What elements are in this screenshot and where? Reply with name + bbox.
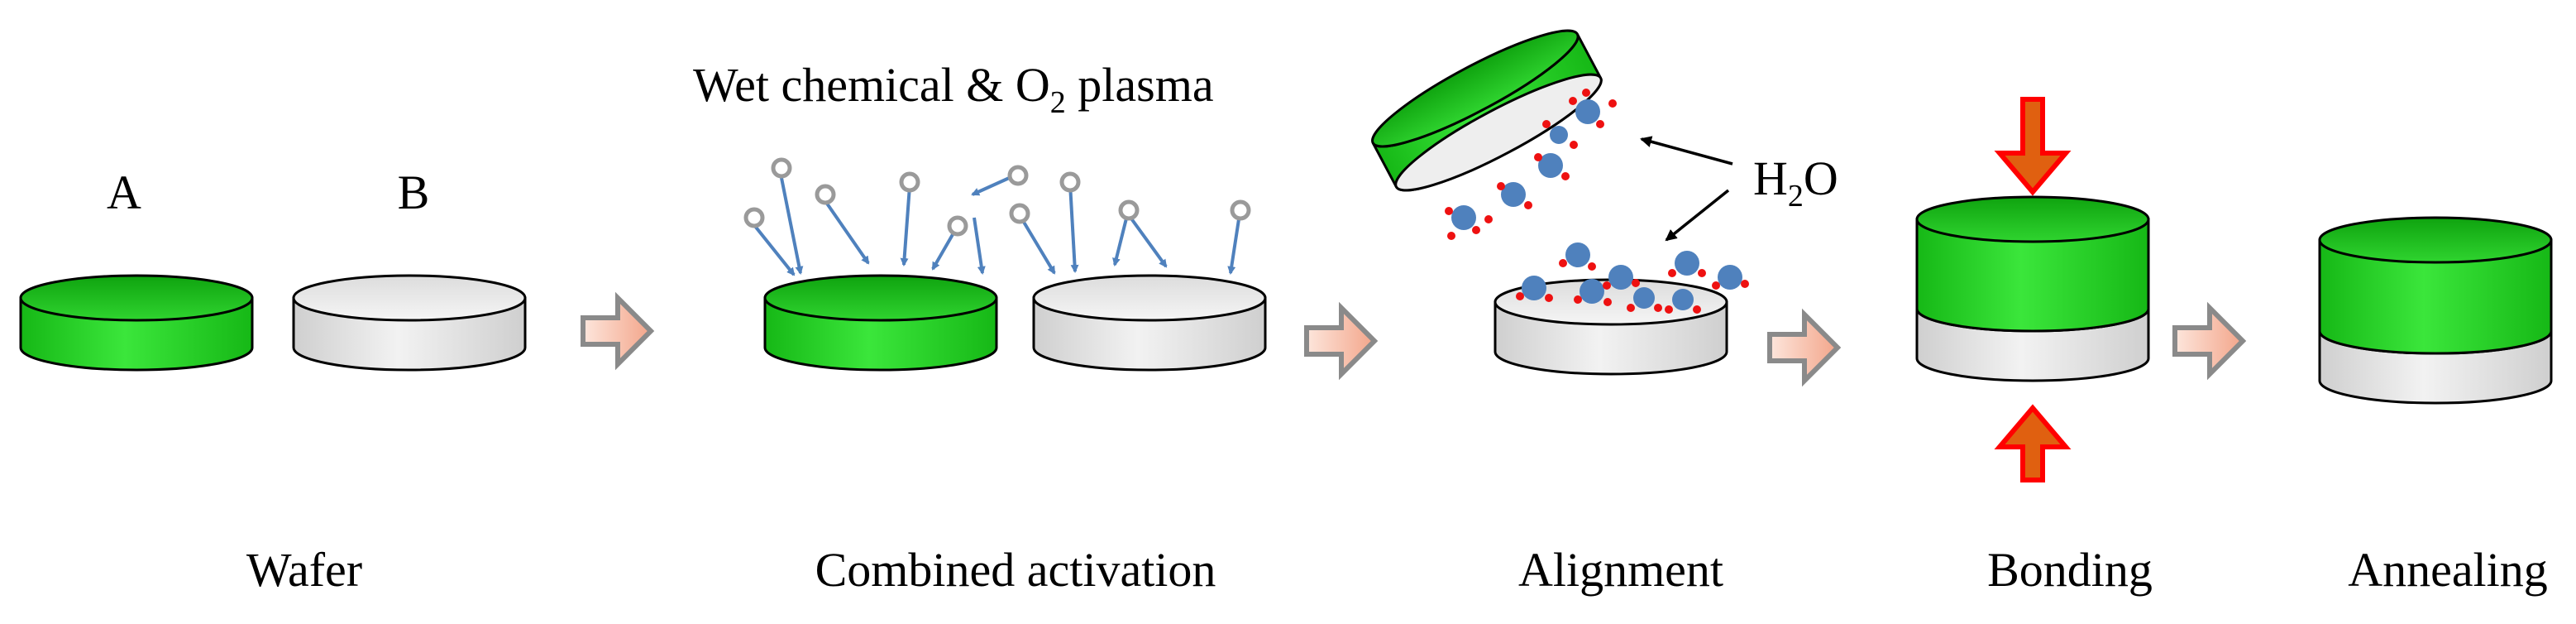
wafer-a-label: A [107,166,141,219]
step-wafer: A B [19,166,527,372]
bonded-wafer-a-side [1915,218,2150,333]
water-pointer-top [1640,136,1733,166]
caption-wafer: Wafer [246,543,362,597]
caption-alignment: Alignment [1518,543,1723,597]
step-combined-activation: Wet chemical & O2 plasma [693,58,1267,372]
press-arrow-top [1994,97,2072,196]
caption-annealing: Annealing [2348,543,2548,597]
step-captions: Wafer Combined activation Alignment Bond… [246,543,2548,597]
step-annealing [2318,216,2553,405]
radical-rings [746,160,1249,234]
activation-title: Wet chemical & O2 plasma [693,58,1214,120]
caption-bonding: Bonding [1987,543,2153,597]
step-alignment: H2O [1371,29,1838,376]
water-molecules-top [1445,89,1617,240]
wafer-a-green [19,274,254,372]
bonded-wafer-a-top [1915,195,2150,243]
caption-combined-activation: Combined activation [815,543,1216,597]
annealed-wafer-a-top [2318,216,2553,264]
process-arrow-2 [1307,308,1374,374]
annealed-wafer-a-side [2318,238,2553,355]
press-arrow-bottom [1994,404,2072,482]
process-arrow-3 [1770,314,1838,381]
step-bonding [1915,97,2150,482]
activated-wafer-a [763,274,998,372]
process-arrow-1 [583,298,651,364]
wafer-b-label: B [398,166,430,219]
activated-wafer-b [1032,274,1267,372]
wafer-b-gray [292,274,527,372]
water-pointer-bottom [1665,189,1730,242]
water-label: H2O [1753,151,1838,214]
flipped-wafer-a [1371,29,1603,192]
process-arrow-4 [2175,308,2243,374]
water-molecules-bottom [1516,242,1749,314]
